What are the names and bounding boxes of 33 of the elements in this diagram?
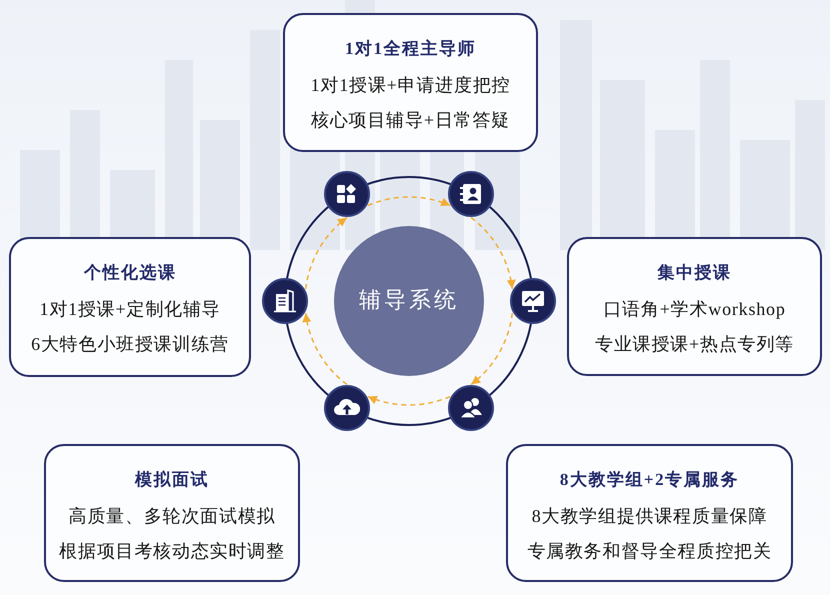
info-box — [506, 444, 793, 582]
box-text: 根据项目考核动态实时调整 — [59, 540, 285, 563]
curved-arrow — [470, 217, 516, 289]
box-heading: 1对1全程主导师 — [345, 38, 476, 60]
grid-icon — [324, 170, 370, 217]
box-text: 6大特色小班授课训练营 — [31, 333, 229, 356]
box-text: 1对1授课+申请进度把控 — [310, 74, 510, 97]
info-box — [283, 13, 538, 152]
box-heading: 个性化选课 — [84, 262, 176, 284]
users-icon — [448, 385, 494, 432]
box-text: 口语角+学术workshop — [603, 298, 786, 321]
cloud-upload-icon — [324, 385, 370, 432]
info-box — [9, 237, 251, 377]
box-text: 核心项目辅导+日常答疑 — [311, 109, 510, 132]
curved-arrow — [368, 395, 450, 406]
curved-arrow — [368, 196, 450, 207]
box-heading: 8大教学组+2专属服务 — [560, 469, 740, 491]
box-text: 1对1授课+定制化辅导 — [40, 298, 220, 321]
box-heading: 模拟面试 — [135, 469, 209, 491]
monitor-chart-icon — [510, 278, 556, 324]
curved-arrow — [470, 313, 514, 385]
info-box — [44, 444, 300, 582]
box-text: 专业课授课+热点专列等 — [595, 333, 794, 356]
curved-arrow — [304, 217, 348, 289]
box-text: 高质量、多轮次面试模拟 — [68, 505, 276, 528]
box-heading: 集中授课 — [658, 262, 732, 284]
curved-arrow — [302, 313, 348, 385]
box-text: 8大教学组提供课程质量保障 — [532, 505, 768, 528]
contact-card-icon — [448, 170, 494, 217]
info-box — [567, 237, 822, 376]
building-icon — [262, 278, 308, 324]
box-text: 专属教务和督导全程质控把关 — [527, 540, 772, 563]
circle-label: 辅导系统 — [359, 287, 459, 315]
